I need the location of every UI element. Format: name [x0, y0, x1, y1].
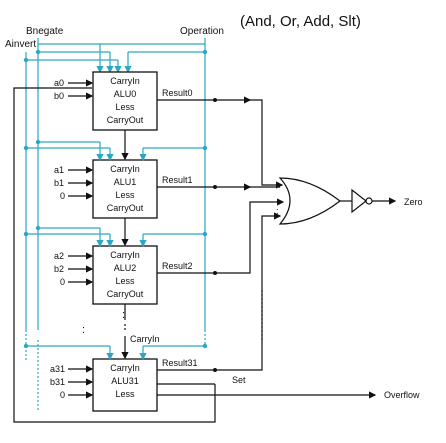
svg-text:Less: Less	[115, 190, 135, 200]
or-gate	[278, 177, 352, 225]
svg-text:ALU1: ALU1	[114, 177, 137, 187]
svg-text:CarryIn: CarryIn	[110, 164, 140, 174]
svg-text:0: 0	[60, 191, 65, 201]
svg-text:b31: b31	[50, 377, 65, 387]
svg-text:ALU0: ALU0	[114, 89, 137, 99]
svg-text:b2: b2	[54, 264, 64, 274]
svg-text:b1: b1	[54, 178, 64, 188]
svg-text:0: 0	[60, 390, 65, 400]
svg-text:CarryIn: CarryIn	[110, 363, 140, 373]
svg-text:CarryOut: CarryOut	[107, 289, 144, 299]
svg-text:Less: Less	[115, 276, 135, 286]
svg-text:a1: a1	[54, 165, 64, 175]
svg-text:Less: Less	[115, 102, 135, 112]
svg-text:Less: Less	[115, 389, 135, 399]
svg-text:Result1: Result1	[162, 175, 193, 185]
ellipsis-carry: :	[122, 309, 125, 321]
carryin-label: CarryIn	[130, 334, 160, 344]
alu31: CarryIn ALU31 Less	[92, 358, 158, 412]
control-taps	[23, 49, 208, 361]
alu0: CarryIn ALU0 Less CarryOut	[92, 71, 158, 131]
svg-text:Result0: Result0	[162, 88, 193, 98]
operation-label: Operation	[180, 26, 224, 37]
ainvert-label: Ainvert	[5, 39, 36, 50]
inverter: Zero	[351, 188, 423, 214]
svg-text:a31: a31	[50, 364, 65, 374]
bnegate-label: Bnegate	[26, 26, 64, 37]
control-buses	[25, 38, 206, 410]
carry-chain: CarryIn : :	[82, 130, 160, 360]
svg-text:Result31: Result31	[162, 358, 198, 368]
alu2: CarryIn ALU2 Less CarryOut	[92, 245, 158, 305]
svg-text:CarryOut: CarryOut	[107, 115, 144, 125]
svg-text:CarryIn: CarryIn	[110, 250, 140, 260]
svg-text:ALU31: ALU31	[111, 376, 139, 386]
overflow-label: Overflow	[384, 390, 420, 400]
alu31-outputs: Set Overflow	[13, 87, 420, 423]
svg-text:b0: b0	[54, 91, 64, 101]
svg-text:0: 0	[60, 277, 65, 287]
ellipsis-left: :	[82, 324, 85, 336]
svg-text:CarryIn: CarryIn	[110, 76, 140, 86]
results: Result0 Result1 Result2 Result31 :	[157, 88, 285, 372]
ellipsis-or: :	[276, 206, 279, 216]
svg-text:a2: a2	[54, 251, 64, 261]
zero-label: Zero	[404, 197, 423, 207]
set-label: Set	[232, 375, 246, 385]
alu1: CarryIn ALU1 Less CarryOut	[92, 159, 158, 219]
svg-text:ALU2: ALU2	[114, 263, 137, 273]
operations-list: (And, Or, Add, Slt)	[240, 13, 361, 30]
alu-inputs: a0 b0 a1 b1 0 a2 b2 0 a31 b31 0	[50, 78, 94, 400]
svg-text:Result2: Result2	[162, 261, 193, 271]
svg-text:CarryOut: CarryOut	[107, 203, 144, 213]
svg-text:a0: a0	[54, 78, 64, 88]
